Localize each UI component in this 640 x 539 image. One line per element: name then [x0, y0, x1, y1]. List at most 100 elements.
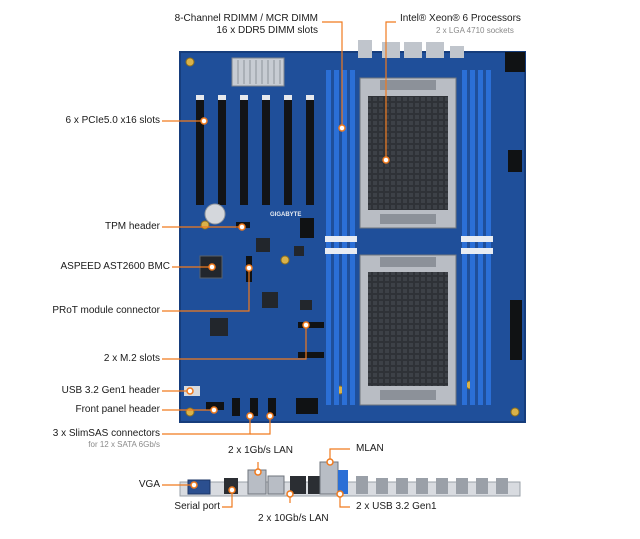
pcie-slot [240, 95, 248, 205]
callout-dot [186, 387, 194, 395]
socket-latch [380, 257, 436, 267]
usb-rear-port [338, 470, 348, 494]
io-port [356, 476, 368, 494]
label-bmc: ASPEED AST2600 BMC [60, 261, 171, 272]
callout-dots [186, 117, 390, 498]
label-usb-rear: 2 x USB 3.2 Gen1 [356, 501, 437, 512]
mounting-hole [185, 57, 195, 67]
callout-dot [326, 458, 334, 466]
chip [262, 292, 278, 308]
pcie-slot [262, 95, 270, 205]
mounting-hole [185, 407, 195, 417]
callout-dot [302, 321, 310, 329]
socket-latch [380, 214, 436, 224]
pcie-slot [306, 95, 314, 205]
callout-line-prot [162, 268, 250, 312]
label-usb-header: USB 3.2 Gen1 header [61, 385, 160, 396]
io-port [396, 478, 408, 494]
label-slimsas-sub: for 12 x SATA 6Gb/s [88, 440, 160, 449]
callout-dot [200, 117, 208, 125]
callout-dot [238, 223, 246, 231]
callout-line-usb-rear [339, 494, 350, 508]
mounting-hole [200, 220, 210, 230]
rear-io-panel [179, 461, 521, 497]
label-mlan: MLAN [356, 443, 384, 454]
rear-io-block [358, 40, 372, 58]
chip [256, 238, 270, 252]
label-front-panel: Front panel header [75, 404, 160, 415]
callout-dot [266, 412, 274, 420]
front-panel-part [206, 402, 224, 410]
pcie-slots [196, 95, 314, 205]
callout-line-dimm [322, 21, 343, 128]
mounting-hole [510, 407, 520, 417]
io-port [456, 478, 468, 494]
callout-line-slimsas-2 [250, 416, 271, 435]
chip [210, 318, 228, 336]
rear-io-block [382, 42, 400, 58]
callout-line-serial [222, 490, 233, 508]
io-port [496, 478, 508, 494]
power-connector [508, 150, 522, 172]
label-pcie: 6 x PCIe5.0 x16 slots [65, 115, 161, 126]
mounting-hole [280, 255, 290, 265]
io-port [416, 478, 428, 494]
slimsas-connector [268, 398, 276, 416]
label-lan-1g: 2 x 1Gb/s LAN [228, 445, 294, 456]
label-prot: PRoT module connector [52, 305, 160, 316]
callout-line-m2 [162, 325, 307, 360]
callout-dot [382, 156, 390, 164]
power-connector [296, 398, 318, 414]
io-port [436, 478, 448, 494]
rear-io-block [404, 42, 422, 58]
dimm-bank-left [325, 70, 357, 405]
callout-lines [162, 21, 396, 508]
power-connector [510, 300, 522, 360]
label-tpm: TPM header [104, 221, 160, 232]
rear-io-block [426, 42, 444, 58]
lan-10g-port [290, 476, 306, 494]
slimsas-connector [250, 398, 258, 416]
callout-dot [190, 481, 198, 489]
cpu-socket-top [359, 77, 457, 229]
mlan-port [319, 461, 339, 495]
socket-latch [380, 390, 436, 400]
label-m2: 2 x M.2 slots [103, 353, 160, 364]
label-vga: VGA [138, 479, 160, 490]
slimsas-connector [232, 398, 240, 416]
label-dimm-line1: 8-Channel RDIMM / MCR DIMM [174, 13, 318, 24]
dimm-bank-right [461, 70, 493, 405]
io-port [376, 478, 388, 494]
socket-latch [380, 80, 436, 90]
callout-dot [286, 490, 294, 498]
callout-line-cpu [385, 21, 396, 160]
callout-line-mlan [329, 448, 350, 462]
pcie-slot [284, 95, 292, 205]
chip [294, 246, 304, 256]
label-slimsas: 3 x SlimSAS connectors [52, 428, 160, 439]
callout-dot [338, 124, 346, 132]
chip [300, 300, 312, 310]
label-cpu-sub: 2 x LGA 4710 sockets [436, 26, 514, 35]
callout-dot [246, 412, 254, 420]
socket-body [368, 272, 448, 386]
io-port [476, 478, 488, 494]
callout-dot [208, 263, 216, 271]
label-dimm-line2: 16 x DDR5 DIMM slots [216, 25, 318, 36]
cmos-battery [204, 203, 226, 225]
label-serial: Serial port [174, 501, 220, 512]
socket-body [368, 96, 448, 210]
lan-1g-port [267, 475, 285, 495]
chip [300, 218, 314, 238]
m2-slot [298, 352, 324, 358]
rear-io-block [450, 46, 464, 58]
label-lan-10g: 2 x 10Gb/s LAN [258, 513, 329, 524]
chipset-heatsink [231, 57, 285, 87]
mainboard: GIGABYTE [179, 40, 526, 423]
callout-dot [210, 406, 218, 414]
pcie-slot [218, 95, 226, 205]
callout-dot [228, 486, 236, 494]
label-cpu: Intel® Xeon® 6 Processors [400, 13, 521, 24]
